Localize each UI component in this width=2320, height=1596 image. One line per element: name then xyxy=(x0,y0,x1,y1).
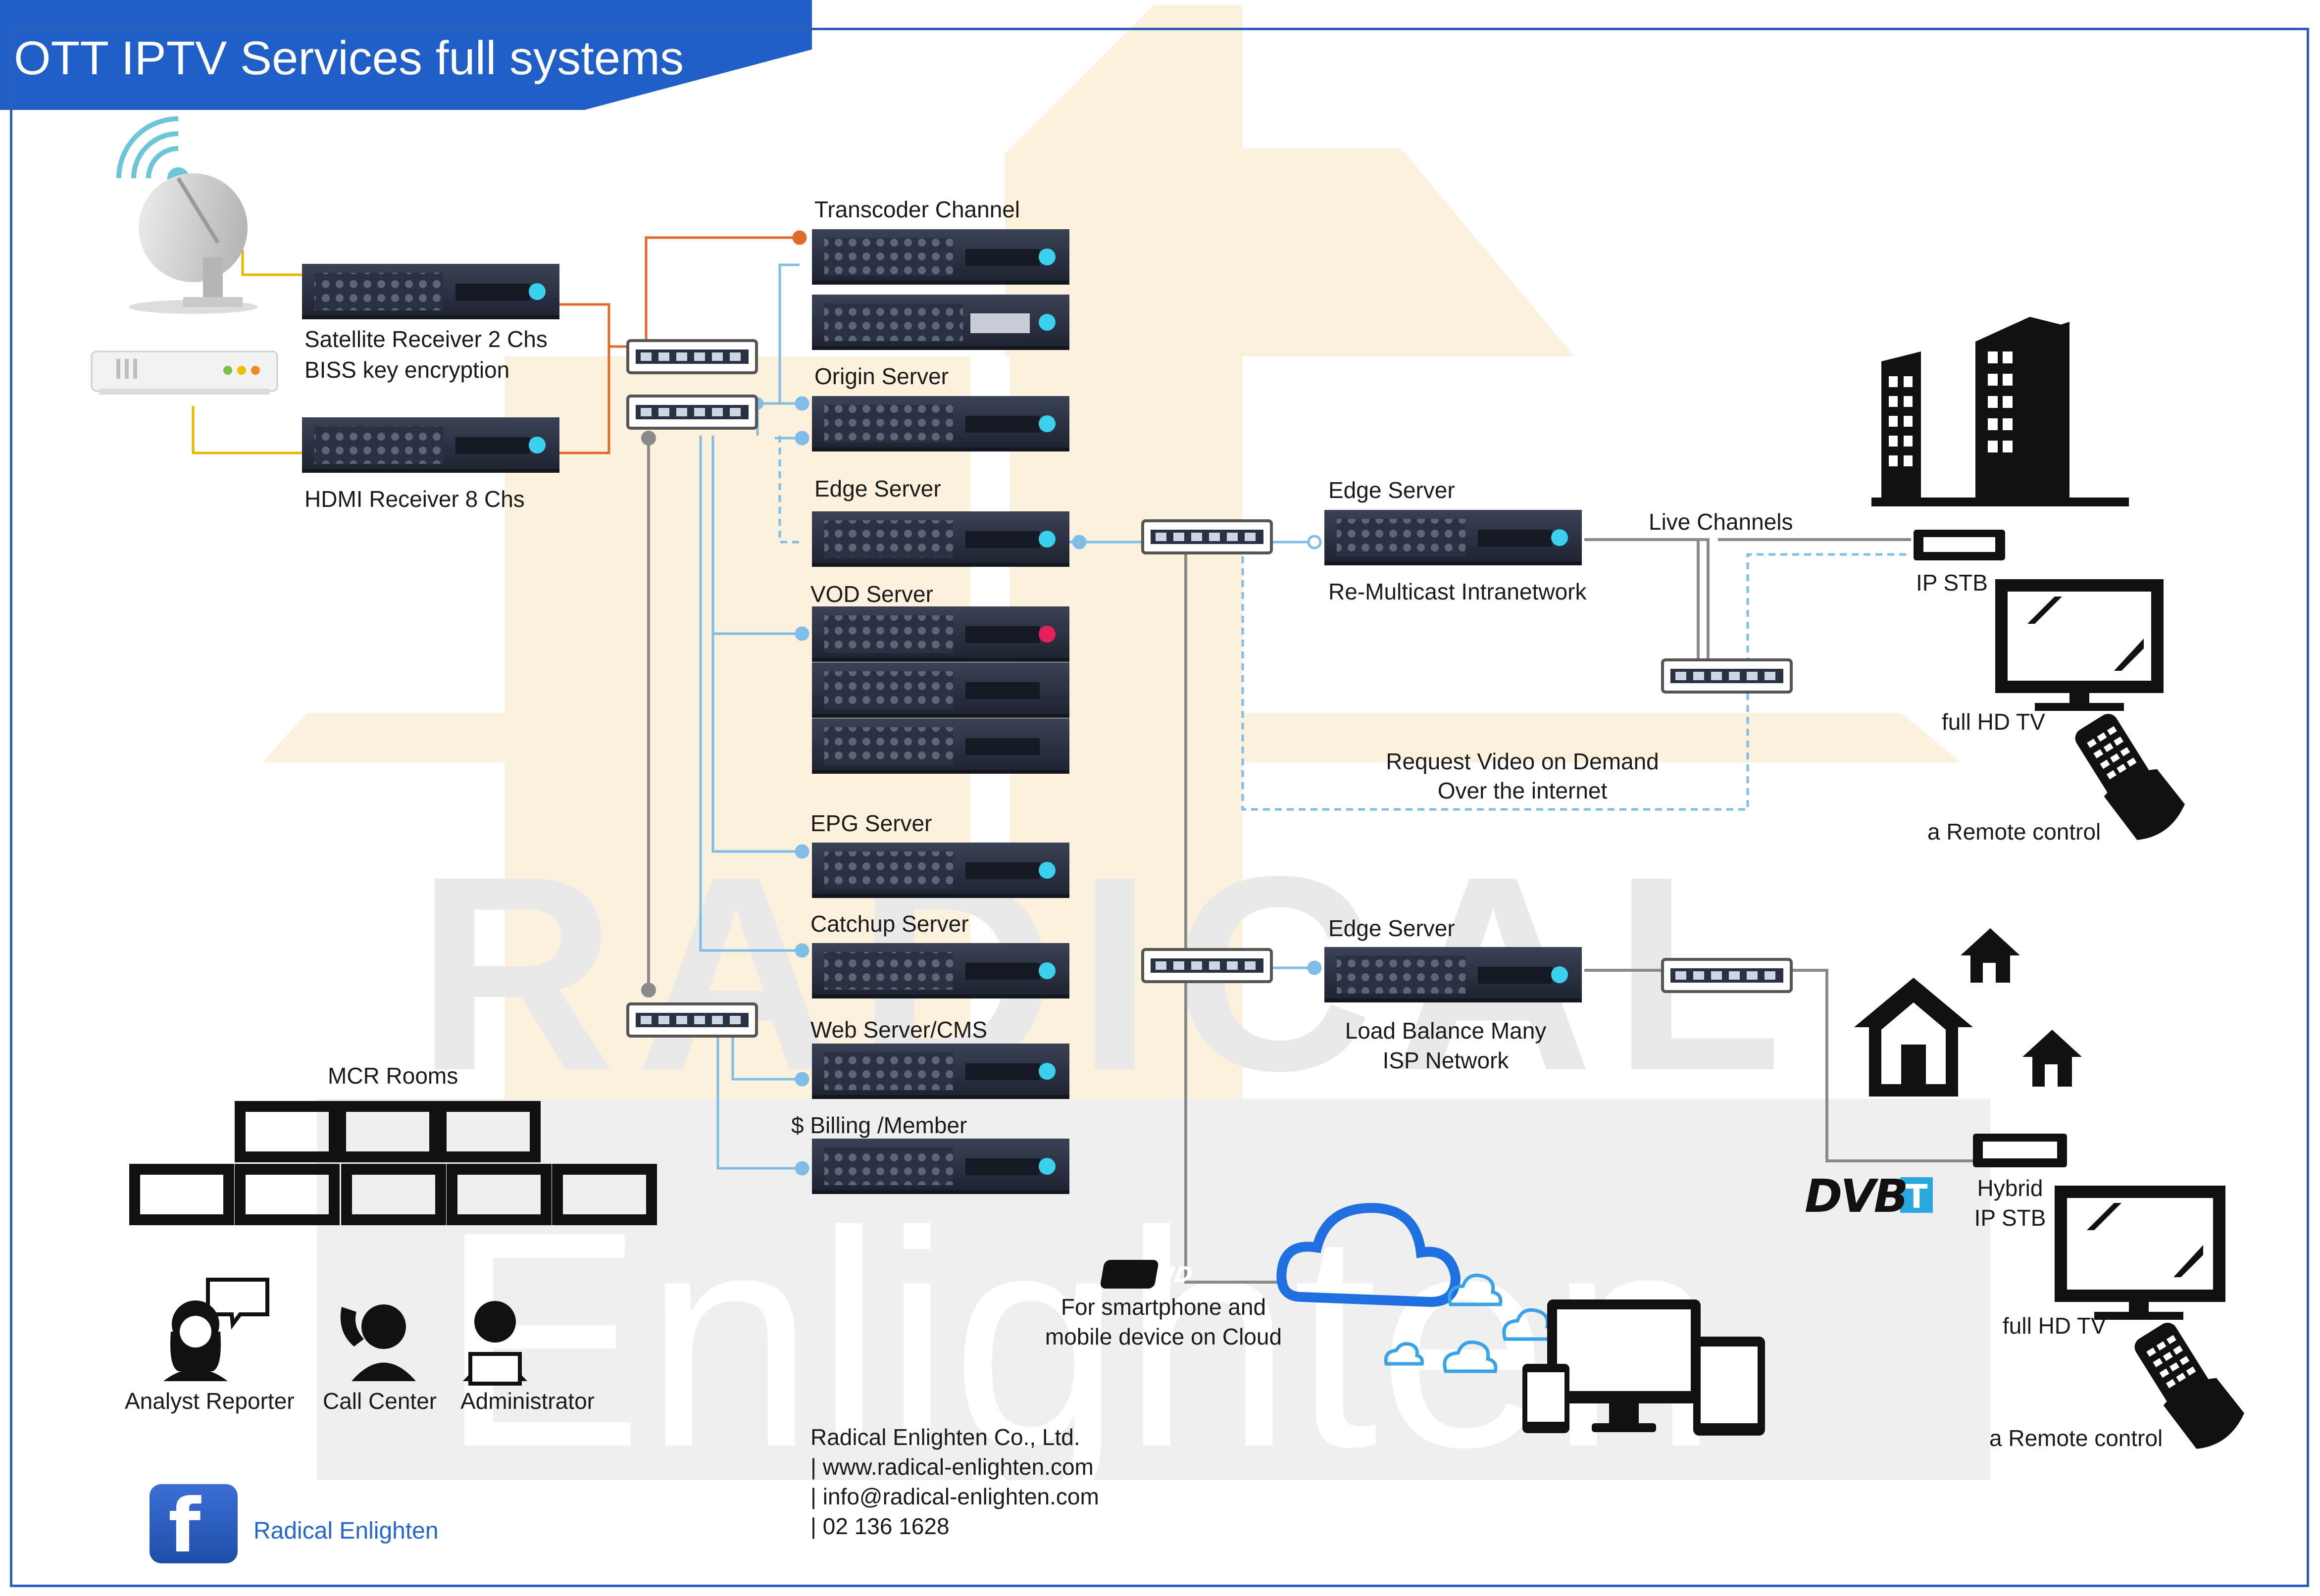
remote-control-icon xyxy=(2075,713,2185,840)
label-edge-server-top: Edge Server xyxy=(1328,477,1455,503)
orange-links xyxy=(559,230,807,454)
tv-bottom-icon xyxy=(2055,1186,2225,1320)
vod-server-1 xyxy=(812,606,1069,662)
satellite-receiver-server xyxy=(302,264,559,319)
dvb-logo-text: DVB xyxy=(1805,1170,1907,1223)
mcr-screens-icon xyxy=(129,1101,657,1225)
switch-live-channels xyxy=(1661,658,1793,694)
label-administrator: Administrator xyxy=(460,1388,595,1414)
transcoder-server-1 xyxy=(812,229,1069,285)
label-mcr-rooms: MCR Rooms xyxy=(328,1063,458,1089)
vod-server-3 xyxy=(812,718,1069,774)
remote-control-bottom-icon xyxy=(2134,1322,2244,1449)
devices-icon xyxy=(1522,1299,1765,1436)
dvb-t-letter: T xyxy=(1905,1178,1927,1216)
blue-links xyxy=(699,263,1322,1176)
label-ip-stb: IP STB xyxy=(1916,570,1988,596)
edge-server-top xyxy=(1324,510,1582,565)
label-live-channels: Live Channels xyxy=(1649,509,1793,535)
company-name: Radical Enlighten Co., Ltd. xyxy=(810,1424,1080,1450)
satellite-dish-icon xyxy=(116,116,257,314)
dvb-t-logo xyxy=(1900,1177,1933,1213)
switch-group xyxy=(626,339,1793,1038)
switch-management xyxy=(626,1002,758,1038)
label-remulticast: Re-Multicast Intranetwork xyxy=(1328,579,1587,604)
yellow-links xyxy=(192,250,302,454)
label-full-hd-tv-top: full HD TV xyxy=(1942,709,2045,735)
label-remote-bottom: a Remote control xyxy=(1989,1425,2163,1451)
company-website[interactable]: | www.radical-enlighten.com xyxy=(810,1454,1094,1480)
label-edge-server-left: Edge Server xyxy=(814,476,941,501)
gray-links xyxy=(641,431,1975,1284)
company-phone: | 02 136 1628 xyxy=(810,1513,950,1539)
label-call-center: Call Center xyxy=(323,1388,437,1414)
label-web-cms: Web Server/CMS xyxy=(810,1017,988,1043)
transcoder-server-2 xyxy=(812,295,1069,350)
server-group xyxy=(302,229,1582,1194)
hybrid-stb-icon xyxy=(1973,1134,2067,1167)
label-satellite-receiver: Satellite Receiver 2 Chs xyxy=(304,326,548,352)
hd-cloud-icon xyxy=(1276,1202,1461,1307)
label-request-vod-1: Request Video on Demand xyxy=(1386,748,1659,774)
tv-icon xyxy=(1995,579,2164,711)
label-cloud-1: For smartphone and xyxy=(1060,1294,1266,1320)
facebook-page-link[interactable]: Radical Enlighten xyxy=(253,1518,439,1544)
hdmi-receiver-server xyxy=(302,417,559,473)
label-hybrid-2: IP STB xyxy=(1974,1205,2046,1231)
analyst-icon xyxy=(163,1278,269,1381)
hdmi-receiver-box-icon xyxy=(91,350,278,395)
buildings-icon xyxy=(1871,317,2129,506)
label-analyst-reporter: Analyst Reporter xyxy=(125,1388,295,1414)
page-title: OTT IPTV Services full systems xyxy=(14,32,684,85)
catchup-server xyxy=(812,943,1069,998)
administrator-icon xyxy=(463,1301,527,1386)
edge-server-left xyxy=(812,511,1069,567)
hd-badge-text: HD xyxy=(1154,1262,1195,1288)
label-biss-key: BISS key encryption xyxy=(304,357,510,383)
label-load-balance-2: ISP Network xyxy=(1382,1047,1509,1073)
label-cloud-2: mobile device on Cloud xyxy=(1045,1324,1282,1349)
label-hdmi-receiver: HDMI Receiver 8 Chs xyxy=(304,486,525,512)
facebook-icon[interactable] xyxy=(150,1484,238,1563)
edge-server-bottom xyxy=(1324,947,1582,1002)
label-load-balance-1: Load Balance Many xyxy=(1345,1018,1547,1044)
label-transcoder: Transcoder Channel xyxy=(814,197,1020,222)
origin-server xyxy=(812,396,1069,451)
watermark-radical: RADICAL xyxy=(416,818,1802,1128)
switch-edge-bottom xyxy=(1141,948,1273,983)
switch-isp xyxy=(1661,958,1793,993)
label-remote-top: a Remote control xyxy=(1927,819,2101,845)
label-full-hd-tv-bottom: full HD TV xyxy=(2003,1313,2106,1339)
label-edge-server-bottom: Edge Server xyxy=(1328,915,1455,941)
vod-server-2 xyxy=(812,662,1069,718)
facebook-f-glyph: f xyxy=(168,1483,201,1569)
billing-server xyxy=(812,1139,1069,1194)
switch-main xyxy=(626,395,758,430)
label-origin-server: Origin Server xyxy=(814,363,949,389)
ip-stb-icon xyxy=(1914,530,2005,560)
label-request-vod-2: Over the internet xyxy=(1437,778,1608,803)
label-hybrid-1: Hybrid xyxy=(1977,1175,2043,1201)
switch-edge-top xyxy=(1141,519,1273,554)
hd-badge-shape xyxy=(1100,1260,1159,1289)
web-cms-server xyxy=(812,1044,1069,1099)
houses-icon xyxy=(1854,928,2082,1097)
label-catchup-server: Catchup Server xyxy=(810,911,969,937)
call-center-icon xyxy=(340,1304,416,1381)
label-billing: $ Billing /Member xyxy=(791,1112,967,1138)
switch-orange xyxy=(626,339,758,374)
company-email[interactable]: | info@radical-enlighten.com xyxy=(810,1484,1099,1509)
dashed-links xyxy=(778,436,1911,811)
label-vod-server: VOD Server xyxy=(810,581,933,607)
label-epg-server: EPG Server xyxy=(810,810,932,836)
epg-server xyxy=(812,843,1069,898)
